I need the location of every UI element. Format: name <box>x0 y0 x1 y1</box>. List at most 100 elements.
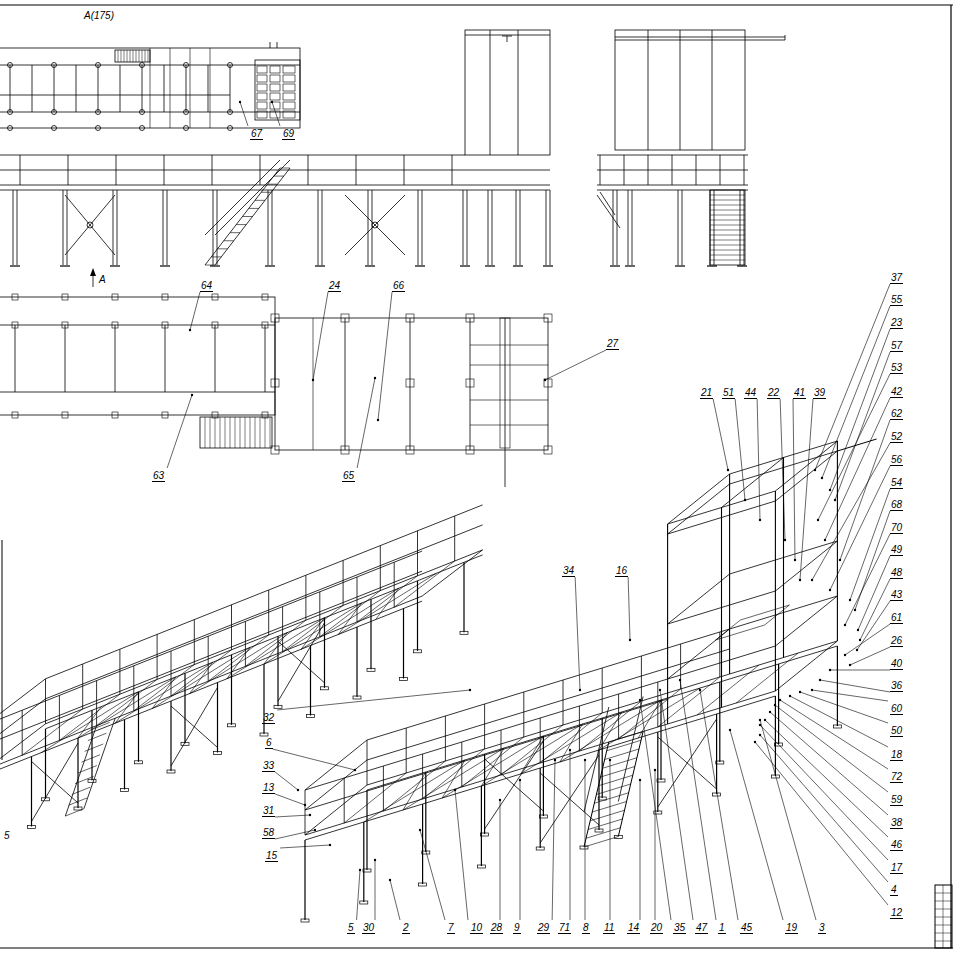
drawing-line <box>618 697 643 802</box>
callout-number: 64 <box>200 280 213 292</box>
drawing-line <box>65 726 96 817</box>
drawing-line <box>710 245 745 246</box>
leader-dot <box>729 729 731 731</box>
drawing-line <box>68 155 69 185</box>
callout-number: 43 <box>890 589 903 601</box>
drawing-line <box>605 749 639 760</box>
leader-dot <box>329 844 331 846</box>
leader-line <box>800 399 813 580</box>
leader-line <box>760 725 888 860</box>
leader-line <box>700 690 738 920</box>
drawing-line <box>672 155 673 185</box>
drawing-line <box>454 516 455 561</box>
drawing-line <box>599 688 700 750</box>
leader-dot <box>817 519 819 521</box>
drawing-line <box>422 550 483 596</box>
leader-line <box>770 712 888 815</box>
drawing-line <box>230 65 231 112</box>
drawing-line <box>268 184 278 185</box>
drawing-rect <box>544 446 552 454</box>
leader-dot <box>419 829 421 831</box>
drawing-rect <box>262 294 268 300</box>
drawing-line <box>274 176 284 177</box>
drawing-line <box>422 804 423 884</box>
drawing-line <box>245 621 246 666</box>
drawing-rect <box>283 66 295 73</box>
leader-dot <box>799 691 801 693</box>
drawing-line <box>190 48 191 128</box>
drawing-line <box>65 809 84 816</box>
drawing-line <box>720 155 721 185</box>
drawing-line <box>501 725 563 775</box>
drawing-line <box>67 190 68 265</box>
drawing-line <box>215 417 216 448</box>
leader-line <box>585 760 586 920</box>
drawing-rect <box>615 30 745 150</box>
drawing-line <box>560 700 661 762</box>
drawing-line <box>305 679 668 790</box>
drawing-line <box>422 190 423 265</box>
callout-number: 19 <box>785 922 798 934</box>
drawing-line <box>45 679 46 724</box>
leader-line <box>275 772 298 790</box>
callout-number: 49 <box>890 544 903 556</box>
drawing-line <box>452 155 453 185</box>
drawing-line <box>668 591 776 624</box>
drawing-line <box>121 50 122 62</box>
drawing-line <box>278 623 325 702</box>
callout-number: 23 <box>890 317 903 329</box>
callout-number: 36 <box>890 680 903 692</box>
drawing-rect <box>257 75 267 82</box>
callout-number: 50 <box>890 725 903 737</box>
leader-line <box>545 350 606 380</box>
drawing-line <box>383 761 445 811</box>
leader-line <box>790 696 888 747</box>
drawing-line <box>170 48 171 128</box>
drawing-line <box>513 265 523 266</box>
drawing-line <box>270 417 271 448</box>
leader-dot <box>629 639 631 641</box>
drawing-line <box>521 712 622 774</box>
drawing-line <box>380 546 381 591</box>
callout-number: 1 <box>718 922 726 934</box>
drawing-line <box>305 790 306 835</box>
drawing-line <box>609 732 643 743</box>
drawing-rect <box>301 919 309 922</box>
leader-dot <box>759 719 761 721</box>
drawing-line <box>722 458 784 508</box>
callout-number: 59 <box>890 794 903 806</box>
drawing-circle <box>8 110 13 115</box>
drawing-line <box>415 265 425 266</box>
drawing-line <box>470 400 548 401</box>
view-arrow <box>90 268 96 276</box>
leader-dot <box>859 639 861 641</box>
leader-dot <box>754 741 756 743</box>
drawing-rect <box>135 761 143 764</box>
drawing-rect <box>406 379 414 387</box>
drawing-circle <box>8 126 13 131</box>
callout-number: 30 <box>362 922 375 934</box>
drawing-rect <box>62 294 68 300</box>
drawing-rect <box>400 678 408 681</box>
drawing-line <box>505 318 506 487</box>
leader-dot <box>794 559 796 561</box>
leader-dot <box>309 814 311 816</box>
leader-dot <box>854 609 856 611</box>
leader-line <box>280 845 330 848</box>
drawing-line <box>597 170 748 171</box>
drawing-line <box>113 190 114 265</box>
drawing-line <box>0 571 422 745</box>
drawing-line <box>696 155 697 185</box>
drawing-line <box>668 646 776 679</box>
leader-dot <box>811 579 813 581</box>
drawing-circle <box>96 126 101 131</box>
drawing-line <box>255 200 265 201</box>
drawing-circle <box>228 110 233 115</box>
drawing-rect <box>270 111 280 118</box>
callout-number: 17 <box>890 862 903 874</box>
drawing-line <box>597 185 748 186</box>
callout-number: 56 <box>890 454 903 466</box>
callout-number: 72 <box>890 771 903 783</box>
drawing-line <box>935 909 952 910</box>
